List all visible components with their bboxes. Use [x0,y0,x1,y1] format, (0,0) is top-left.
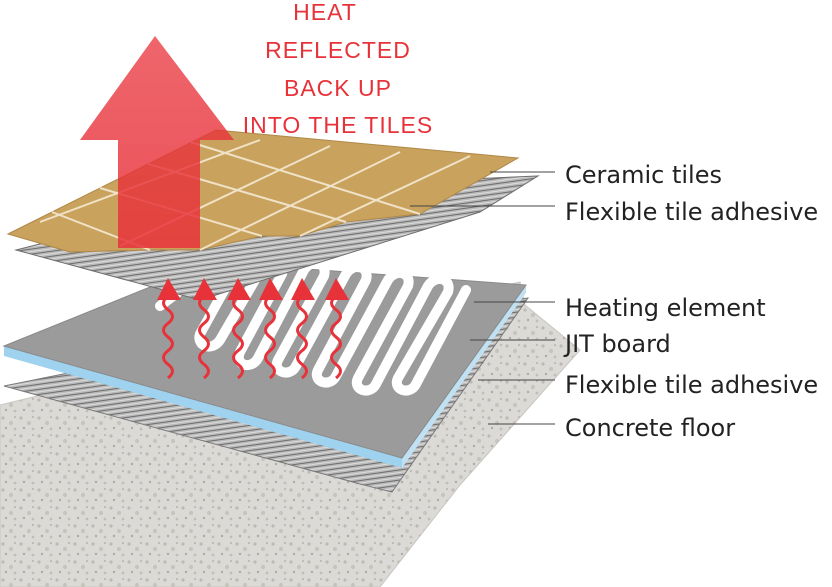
jit-board-layer [4,285,526,468]
heat-arrow-icon [80,36,234,248]
heat-caption-line-1: HEAT [293,0,357,25]
heat-wave-arrowhead-icon [291,278,315,300]
heat-wave-arrowhead-icon [157,278,181,300]
heat-wave-arrowhead-icon [193,278,217,300]
heat-wave-arrowhead-icon [259,278,283,300]
heat-wave-arrow-icon [296,294,308,380]
label-jit-board: JIT board [563,330,671,358]
heat-wave-arrow-icon [198,294,210,380]
ceramic-tiles-layer [6,129,520,253]
heat-wave-arrow-icon [264,294,276,380]
label-concrete-floor: Concrete floor [565,414,735,442]
label-lower-adhesive: Flexible tile adhesive [565,371,818,399]
heat-wave-arrowhead-icon [227,278,251,300]
heat-waves-group [157,278,349,380]
heat-wave-arrowhead-icon [325,278,349,300]
heat-caption: HEAT REFLECTED BACK UP INTO THE TILES [243,0,433,138]
leader-lines [410,171,555,425]
heat-caption-line-2: REFLECTED [265,37,411,63]
heat-caption-line-4: INTO THE TILES [243,112,433,138]
heat-wave-arrow-icon [162,294,174,380]
heat-wave-arrow-icon [330,294,342,380]
heat-caption-line-3: BACK UP [284,75,392,101]
layer-labels: Ceramic tiles Flexible tile adhesive Hea… [563,161,818,442]
label-ceramic-tiles: Ceramic tiles [565,161,722,189]
label-upper-adhesive: Flexible tile adhesive [565,198,818,226]
heat-wave-arrow-icon [232,294,244,380]
label-heating-element: Heating element [565,294,766,322]
